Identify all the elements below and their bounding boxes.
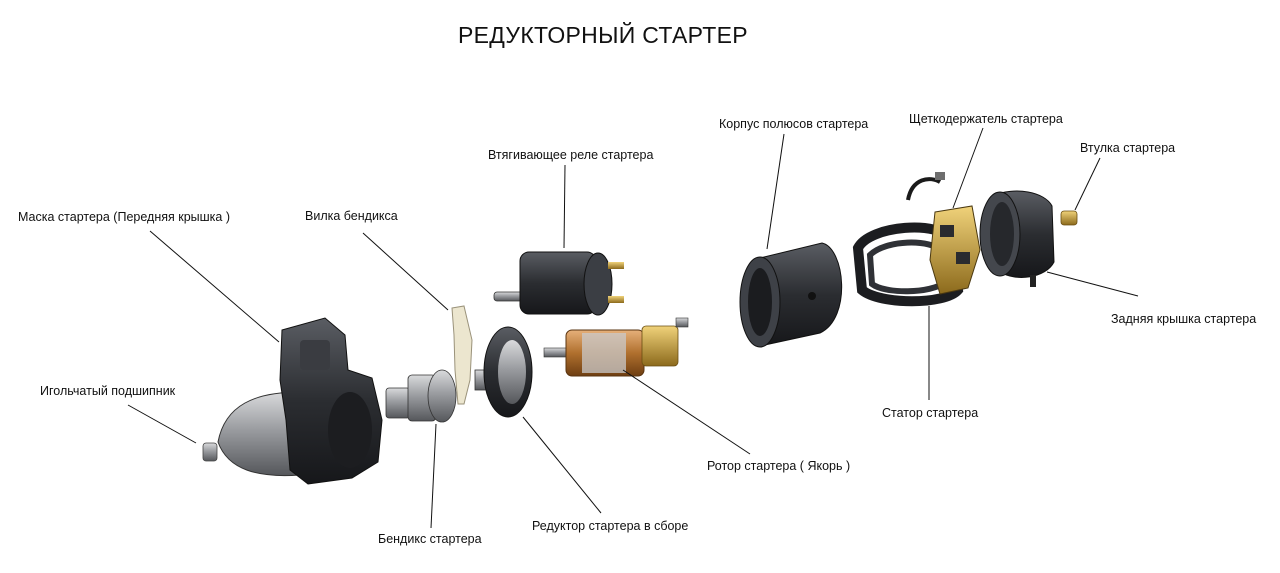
rotor-part [543, 317, 689, 377]
leader-line-bushing [1074, 157, 1101, 211]
label-brush-holder: Щеткодержатель стартера [909, 112, 1063, 126]
label-rear-cover: Задняя крышка стартера [1111, 312, 1257, 326]
rear-cover-part [979, 190, 1055, 287]
leader-lines [127, 127, 1139, 529]
leader-line-bendix-fork [362, 232, 449, 311]
pole-housing-part [739, 242, 843, 348]
leader-line-pole-housing [766, 133, 785, 250]
leader-line-rotor [622, 369, 751, 455]
leader-line-gearbox [522, 416, 602, 514]
brush-holder-part [906, 172, 981, 295]
label-bushing: Втулка стартера [1080, 141, 1176, 155]
solenoid-part [493, 251, 624, 316]
label-bendix-fork: Вилка бендикса [305, 209, 398, 223]
leader-line-rear-cover [1046, 271, 1139, 297]
label-stator: Статор стартера [882, 406, 979, 420]
label-needle-bearing: Игольчатый подшипник [40, 384, 176, 398]
leader-line-front-cover [149, 230, 280, 343]
label-solenoid: Втягивающее реле стартера [488, 148, 654, 162]
leader-line-needle-bearing [127, 404, 197, 444]
label-front-cover: Маска стартера (Передняя крышка ) [18, 210, 230, 224]
front-cover-part [217, 317, 383, 485]
needle-bearing-part [202, 442, 218, 462]
label-gearbox: Редуктор стартера в сборе [532, 519, 689, 533]
label-pole-housing: Корпус полюсов стартера [719, 117, 869, 131]
bendix-fork-part [451, 305, 473, 405]
label-bendix: Бендикс стартера [378, 532, 482, 546]
label-rotor: Ротор стартера ( Якорь ) [707, 459, 851, 473]
diagram-title: РЕДУКТОРНЫЙ СТАРТЕР [458, 22, 748, 48]
leader-line-bendix [430, 423, 437, 529]
leader-line-solenoid [563, 164, 566, 249]
gearbox-part [474, 326, 533, 418]
leader-line-brush-holder [952, 127, 984, 209]
bushing-part [1060, 210, 1078, 226]
bendix-part [385, 369, 457, 423]
